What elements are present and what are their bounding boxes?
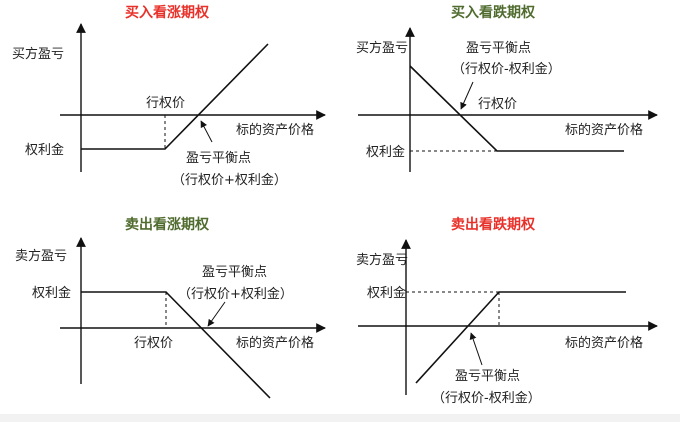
x-axis-label: 标的资产价格 — [565, 122, 643, 138]
panel-sell-call: 卖出看涨期权 卖方盈亏 标的资产价格 行权价 权利金 盈亏平衡点 （行权价+权利… — [15, 216, 326, 399]
breakeven-formula: （行权价+权利金） — [172, 172, 287, 188]
payoff-line — [81, 43, 269, 150]
breakeven-label: 盈亏平衡点 — [202, 265, 267, 280]
breakeven-label: 盈亏平衡点 — [466, 41, 531, 56]
breakeven-label: 盈亏平衡点 — [455, 369, 520, 384]
strike-label: 行权价 — [146, 95, 185, 111]
panel-title: 买入看跌期权 — [451, 4, 536, 21]
y-axis-label: 买方盈亏 — [12, 46, 64, 62]
panel-title: 卖出看涨期权 — [125, 216, 210, 233]
panel-buy-put: 买入看跌期权 买方盈亏 标的资产价格 行权价 权利金 盈亏平衡点 （行权价-权利… — [356, 4, 658, 172]
y-axis-label: 买方盈亏 — [356, 40, 408, 56]
premium-label: 权利金 — [25, 142, 64, 158]
breakeven-formula: （行权价-权利金） — [432, 390, 541, 406]
payoff-line — [409, 65, 624, 152]
x-axis-label: 标的资产价格 — [236, 122, 314, 138]
payoff-line — [415, 291, 626, 384]
breakeven-pointer — [200, 120, 213, 143]
panel-buy-call: 买入看涨期权 买方盈亏 标的资产价格 行权价 权利金 盈亏平衡点 （行权价+权利… — [12, 4, 326, 188]
premium-label: 权利金 — [366, 144, 405, 160]
x-axis-label: 标的资产价格 — [236, 335, 314, 351]
breakeven-pointer — [460, 81, 474, 110]
breakeven-formula: （行权价-权利金） — [452, 61, 561, 77]
payoff-line — [81, 291, 271, 399]
strike-label: 行权价 — [478, 96, 517, 112]
y-axis-label: 卖方盈亏 — [356, 252, 408, 268]
page-bottom-strip — [0, 414, 680, 422]
breakeven-label: 盈亏平衡点 — [186, 151, 251, 166]
premium-label: 权利金 — [367, 285, 406, 301]
strike-label: 行权价 — [134, 335, 173, 351]
panel-title: 买入看涨期权 — [125, 4, 210, 21]
panel-title: 卖出看跌期权 — [451, 216, 536, 233]
breakeven-formula: （行权价+权利金） — [178, 286, 293, 302]
premium-label: 权利金 — [32, 285, 71, 301]
panel-sell-put: 卖出看跌期权 卖方盈亏 标的资产价格 权利金 盈亏平衡点 （行权价-权利金） — [356, 216, 658, 406]
breakeven-pointer — [469, 332, 483, 366]
y-axis-label: 卖方盈亏 — [15, 248, 67, 264]
x-axis-label: 标的资产价格 — [565, 335, 643, 351]
breakeven-pointer — [207, 301, 226, 327]
